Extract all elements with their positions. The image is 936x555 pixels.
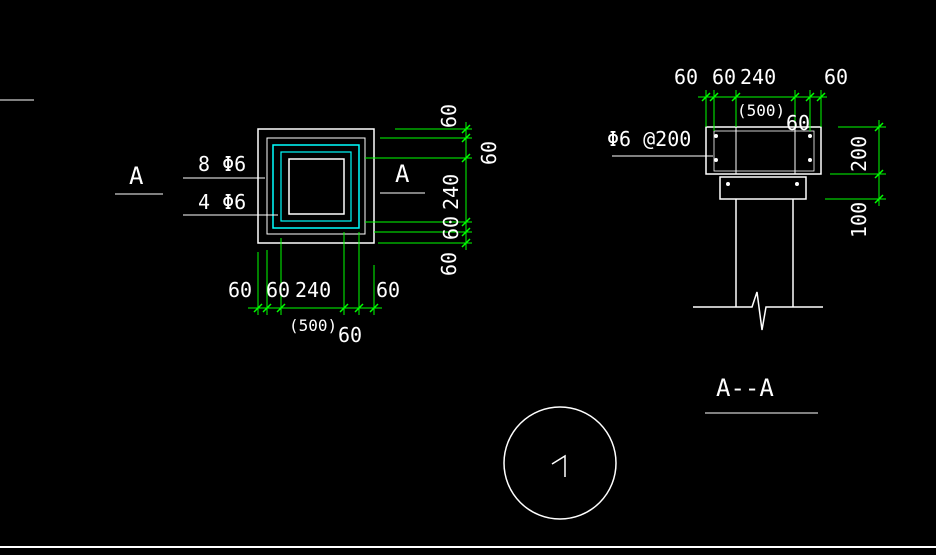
plan-core <box>288 158 345 215</box>
stirrup-note: Φ6 @200 <box>607 127 691 151</box>
plan-outer-outline <box>257 128 375 244</box>
section-dim-top-ticks <box>701 92 826 102</box>
rebar-cage-outer <box>272 144 360 229</box>
section-cap-rebar-dots <box>714 134 812 162</box>
section-dim-top-3: 240 <box>740 65 776 89</box>
section-dim-right-ticks <box>874 122 884 204</box>
section-dim-top-4: 60 <box>824 65 848 89</box>
section-mark-right: A <box>395 160 410 188</box>
north-circle <box>503 406 617 520</box>
plan-view: A A 8 Φ6 4 Φ6 60 60 240 60 <box>115 104 501 347</box>
plan-dim-right-3: 240 <box>439 174 463 210</box>
section-mark-left: A <box>129 162 144 190</box>
plan-dim-bottom-total: (500) <box>289 316 337 335</box>
north-arrow-icon <box>551 454 566 477</box>
plan-dim-bottom-4: 60 <box>376 278 400 302</box>
section-dim-top-extra: 60 <box>786 111 810 135</box>
plan-dim-right-extensions <box>365 128 472 244</box>
plan-dim-right-2: 60 <box>477 141 501 165</box>
section-dim-top-1: 60 <box>674 65 698 89</box>
section-cap <box>705 126 822 175</box>
rebar-cage-inner <box>280 151 352 222</box>
section-lower-rebar-dots <box>726 182 799 186</box>
plan-dim-bottom-3: 240 <box>295 278 331 302</box>
plan-dim-bottom-extensions <box>257 232 375 315</box>
plan-dim-right-ticks <box>461 124 471 248</box>
plan-inner-outline <box>266 137 366 235</box>
rebar-note-top: 8 Φ6 <box>198 152 246 176</box>
plan-dim-bottom-extra: 60 <box>338 323 362 347</box>
section-cap-inner <box>713 130 815 172</box>
section-title: A--A <box>716 374 774 402</box>
section-dim-right-2: 100 <box>847 202 871 238</box>
section-dim-top-2: 60 <box>712 65 736 89</box>
section-lower-block <box>719 176 807 200</box>
plan-dim-right-5: 60 <box>437 252 461 276</box>
plan-dim-bottom-1: 60 <box>228 278 252 302</box>
plan-dim-right-4: 60 <box>439 216 463 240</box>
rebar-note-bottom: 4 Φ6 <box>198 190 246 214</box>
section-dim-top-total: (500) <box>737 101 785 120</box>
plan-dim-bottom-ticks <box>253 303 379 313</box>
section-ground-break <box>693 291 823 331</box>
section-view: Φ6 @200 60 60 240 60 (500) 60 <box>607 65 886 414</box>
north-symbol <box>503 406 617 520</box>
plan-dim-bottom-2: 60 <box>266 278 290 302</box>
section-dim-right-1: 200 <box>847 136 871 172</box>
plan-dim-right-1: 60 <box>437 104 461 128</box>
